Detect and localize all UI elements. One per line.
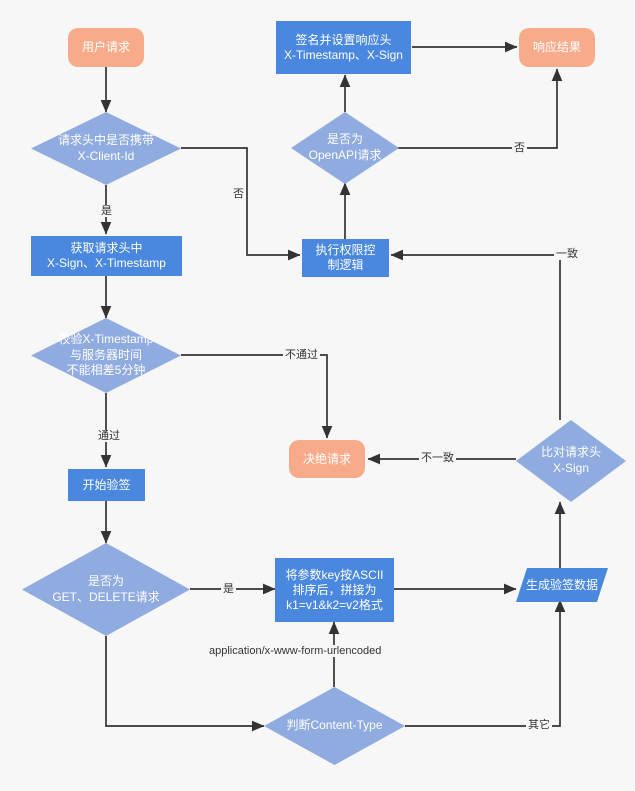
edge-verify-timestamp-to-reject-request [181,354,333,439]
node-generate-sign-data[interactable]: 生成验签数据 [516,568,608,602]
node-start-sign-label: 开始验签 [82,477,131,492]
node-get-headers[interactable]: 获取请求头中 X-Sign、X-Timestamp [31,236,182,276]
node-response-result[interactable]: 响应结果 [519,28,595,67]
node-verify-timestamp-label: 校验X-Timestamp 与服务器时间 不能相差5分钟 [58,332,154,378]
edge-judge-content-type-to-generate-sign-data [405,599,566,727]
node-user-request[interactable]: 用户请求 [68,28,144,67]
edge-check-client-id-to-auth-logic [181,147,301,261]
node-compare-sign[interactable]: 比对请求头 X-Sign [516,420,626,502]
node-auth-logic-label: 执行权限控 制逻辑 [315,243,376,272]
node-is-openapi[interactable]: 是否为 OpenAPI请求 [291,112,399,184]
node-response-result-label: 响应结果 [532,40,581,54]
node-sort-params[interactable]: 将参数key按ASCII 排序后，拼接为 k1=v1&k2=v2格式 [275,558,394,622]
edge-label-get-delete-yes: 是 [221,583,236,596]
edge-label-content-type-form: application/x-www-form-urlencoded [207,645,384,658]
node-generate-sign-data-label: 生成验签数据 [525,577,598,592]
node-judge-content-type-label: 判断Content-Type [286,718,383,733]
node-reject-request[interactable]: 决绝请求 [289,440,365,478]
parallelogram-shape [516,568,608,602]
node-judge-content-type[interactable]: 判断Content-Type [264,687,405,765]
edge-label-timestamp-fail: 不通过 [283,349,320,362]
node-sign-and-set-header[interactable]: 签名并设置响应头 X-Timestamp、X-Sign [276,21,411,74]
edge-label-sign-mismatch: 不一致 [419,452,456,465]
node-verify-timestamp[interactable]: 校验X-Timestamp 与服务器时间 不能相差5分钟 [31,318,181,393]
edge-compare-sign-to-auth-logic [390,249,561,420]
node-is-get-delete[interactable]: 是否为 GET、DELETE请求 [22,543,190,636]
node-user-request-label: 用户请求 [81,40,130,54]
node-check-client-id[interactable]: 请求头中是否携带 X-Client-Id [31,112,181,185]
edge-label-openapi-no: 否 [512,142,527,155]
node-auth-logic[interactable]: 执行权限控 制逻辑 [302,239,389,277]
edge-label-timestamp-pass: 通过 [96,430,122,443]
node-sort-params-label: 将参数key按ASCII 排序后，拼接为 k1=v1&k2=v2格式 [285,567,384,612]
node-is-openapi-label: 是否为 OpenAPI请求 [308,132,382,162]
edge-label-content-type-other: 其它 [526,719,552,732]
node-check-client-id-label: 请求头中是否携带 X-Client-Id [57,132,154,163]
edge-label-client-id-no: 否 [231,188,246,201]
node-reject-request-label: 决绝请求 [302,451,351,466]
edge-is-get-delete-to-judge-content-type [105,636,265,732]
edge-is-openapi-to-response-result [386,68,563,149]
edge-label-client-id-yes: 是 [99,205,114,218]
node-compare-sign-label: 比对请求头 X-Sign [540,445,601,475]
node-start-sign[interactable]: 开始验签 [68,469,145,501]
node-is-get-delete-label: 是否为 GET、DELETE请求 [52,573,160,604]
node-get-headers-label: 获取请求头中 X-Sign、X-Timestamp [47,241,166,270]
edge-label-sign-match: 一致 [554,248,580,261]
node-sign-and-set-header-label: 签名并设置响应头 X-Timestamp、X-Sign [284,32,403,62]
